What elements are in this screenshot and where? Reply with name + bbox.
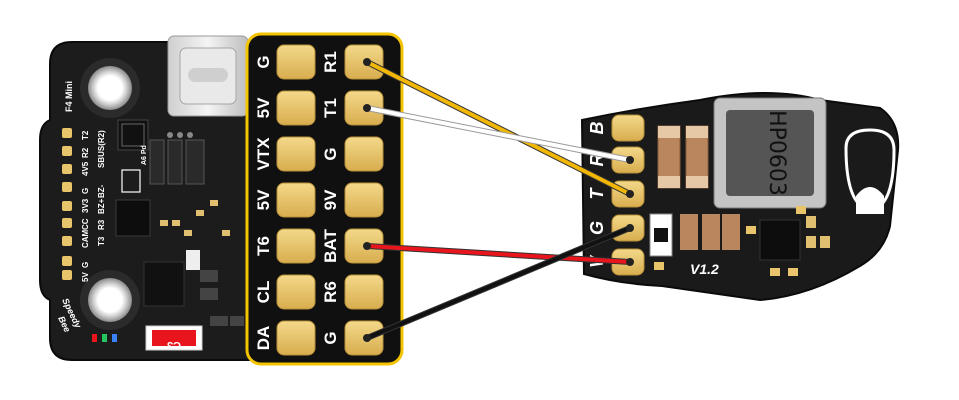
pin-pad-col2-3[interactable]	[344, 182, 384, 218]
wire-2-solder-b	[626, 258, 634, 266]
edge-pad-5[interactable]	[62, 182, 72, 192]
edge-pad-4[interactable]	[62, 201, 72, 211]
vtx-version: V1.2	[690, 261, 719, 277]
pin-label-col2-6: G	[321, 331, 340, 344]
edge-label-b-0: T3	[97, 236, 106, 246]
vtx-pad-B[interactable]	[611, 114, 645, 142]
edge-pad-7[interactable]	[62, 146, 72, 156]
pin-pad-col1-1[interactable]	[276, 90, 316, 126]
pin-label-col2-4: BAT	[321, 229, 340, 263]
wire-3-solder-b	[626, 224, 634, 232]
boot-button[interactable]: C3	[145, 325, 203, 351]
wire-BAT-to-V	[365, 244, 632, 264]
pin-label-col1-2: VTX	[254, 137, 273, 171]
vtx-pad-label-B: B	[587, 122, 607, 135]
pad-a6-pd-label: A6 Pd	[141, 145, 148, 165]
wire-R1-to-T	[365, 60, 632, 196]
edge-pad-2[interactable]	[62, 236, 72, 246]
fc-edge-pads	[62, 128, 72, 280]
pin-pad-col1-3[interactable]	[276, 182, 316, 218]
vtx-components	[649, 206, 830, 276]
pin-label-col1-0: G	[254, 55, 273, 68]
pin-pad-col1-2[interactable]	[276, 136, 316, 172]
pin-label-col1-4: T6	[254, 236, 273, 256]
wire-G-to-G	[365, 226, 632, 340]
led-blue	[112, 334, 117, 342]
vtx-pad-label-T: T	[587, 187, 607, 200]
edge-label-b-2: BZ+	[97, 198, 106, 214]
wire-3-solder-a	[363, 334, 371, 342]
boot-button-label: C3	[167, 339, 181, 351]
fc-components	[115, 119, 244, 326]
wires	[363, 58, 634, 342]
wire-0-solder-b	[626, 190, 634, 198]
pin-pad-col1-5[interactable]	[276, 274, 316, 310]
mount-hole-top	[80, 58, 140, 118]
edge-label-5: G	[81, 188, 90, 194]
pin-pad-col1-0[interactable]	[276, 44, 316, 80]
edge-pad-6[interactable]	[62, 164, 72, 174]
pin-label-col2-5: R6	[321, 281, 340, 303]
mount-hole-bottom	[80, 270, 140, 330]
capacitors-brown	[657, 125, 709, 189]
inductor-label: HP0603	[764, 110, 789, 196]
wire-0-solder-a	[363, 58, 371, 66]
vtx-board: HP0603 V1.2 B	[580, 92, 900, 302]
pin-label-col2-3: 9V	[321, 189, 340, 210]
edge-label-6: 4V5	[81, 161, 90, 176]
pin-label-col1-5: CL	[254, 281, 273, 304]
led-red	[92, 334, 97, 342]
edge-pad-3[interactable]	[62, 218, 72, 228]
edge-label-b-3: BZ-	[97, 184, 106, 198]
pin-label-col2-2: G	[321, 147, 340, 160]
wire-1-solder-b	[626, 156, 634, 164]
pin-label-col2-1: T1	[321, 98, 340, 118]
led-green	[102, 334, 107, 342]
pin-label-col1-3: 5V	[254, 189, 273, 210]
pin-pad-col2-5[interactable]	[344, 274, 384, 310]
fc-model-label: F4 Mini	[64, 81, 74, 112]
edge-label-0: 5V	[81, 272, 90, 282]
edge-pad-1[interactable]	[62, 256, 72, 266]
pin-pad-col2-2[interactable]	[344, 136, 384, 172]
vtx-pad-label-G: G	[587, 221, 607, 235]
edge-label-4: 3V3	[81, 198, 90, 213]
usb-c-port[interactable]	[167, 35, 249, 117]
edge-label-1: G	[81, 262, 90, 268]
edge-label-b-4: SBUS(R2)	[97, 130, 106, 168]
edge-label-8: T2	[81, 130, 90, 140]
wire-T1-to-R	[365, 106, 632, 162]
wire-1-solder-a	[363, 104, 371, 112]
pad-a6-pd: A6 Pd	[121, 145, 148, 193]
edge-pad-0[interactable]	[62, 270, 72, 280]
fc-board: F4 Mini 5VGCAMCC3V3G4V5R2T2T3R3BZ+BZ-SBU…	[39, 35, 251, 361]
pin-label-col1-1: 5V	[254, 97, 273, 118]
pin-pad-col1-4[interactable]	[276, 228, 316, 264]
wire-2-solder-a	[363, 242, 371, 250]
pin-label-col2-0: R1	[321, 51, 340, 73]
pin-label-col1-6: DA	[254, 326, 273, 351]
edge-label-3: CC	[81, 218, 90, 230]
edge-pad-8[interactable]	[62, 128, 72, 138]
edge-label-b-1: R3	[97, 219, 106, 230]
edge-label-2: CAM	[81, 229, 90, 248]
inductor: HP0603	[713, 97, 827, 209]
edge-label-7: R2	[81, 147, 90, 158]
pin-pad-col1-6[interactable]	[276, 320, 316, 356]
